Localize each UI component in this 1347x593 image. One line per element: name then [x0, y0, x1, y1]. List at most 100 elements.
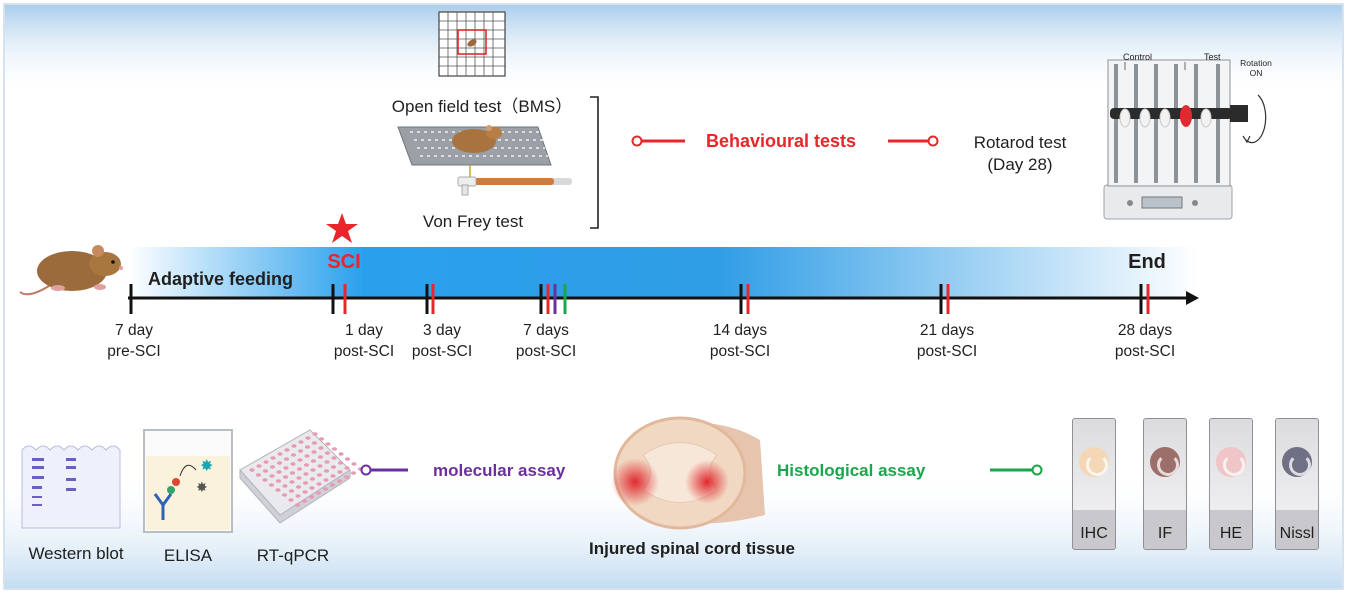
pcr-well [256, 464, 262, 468]
pcr-well [330, 474, 336, 478]
western-blot-icon [21, 445, 121, 529]
spinal-cord-tissue-label: Injured spinal cord tissue [589, 539, 795, 558]
western-blot-label: Western blot [28, 544, 124, 563]
slide-he-label: HE [1219, 525, 1243, 542]
pcr-well [305, 436, 311, 440]
pcr-plate-icon [239, 429, 364, 524]
pcr-well [275, 488, 281, 492]
pcr-well [324, 451, 331, 455]
tick-label-4-line1: 14 days [712, 322, 768, 339]
pcr-well [302, 481, 309, 485]
pcr-well [337, 470, 343, 474]
pcr-well [317, 464, 323, 468]
pcr-well [301, 499, 308, 503]
pcr-well [263, 460, 269, 464]
pcr-well [255, 473, 262, 477]
slide-ihc-label: IHC [1080, 525, 1108, 542]
rotarod-apparatus-icon [1103, 59, 1267, 220]
pcr-well [298, 440, 304, 444]
pcr-well [304, 454, 310, 458]
tick-label-5-line1: 21 days [919, 322, 975, 339]
slide-he-tissue [1216, 447, 1246, 477]
pcr-well [324, 460, 330, 464]
slide-if: IF [1143, 418, 1187, 550]
svg-text:✸: ✸ [200, 458, 213, 475]
pcr-well [329, 483, 336, 487]
pcr-well [316, 482, 322, 486]
svg-text:✸: ✸ [196, 479, 208, 495]
rotarod-rotation-line1: Rotation [1240, 58, 1272, 68]
pcr-well [262, 478, 268, 482]
pcr-well [283, 466, 289, 470]
tick-label-4-line2: post-SCI [709, 343, 771, 360]
pcr-well [308, 495, 315, 499]
pcr-well [296, 467, 303, 471]
pcr-well [276, 470, 282, 474]
pcr-well [303, 463, 310, 467]
histological-assay-title: Histological assay [777, 461, 926, 480]
pcr-well [268, 483, 275, 487]
molecular-assay-title: molecular assay [433, 461, 566, 480]
von-frey-label: Von Frey test [422, 212, 524, 231]
behaviour-bracket [590, 96, 599, 229]
pcr-well [336, 479, 343, 483]
pcr-well [330, 465, 337, 469]
tick-label-5-line2: post-SCI [916, 343, 978, 360]
slide-ihc: IHC [1072, 418, 1116, 550]
pcr-well [290, 462, 296, 466]
pcr-well [294, 503, 301, 507]
pcr-well [282, 484, 288, 488]
pcr-well [290, 453, 297, 457]
tick-label-3-line1: 7 days [523, 322, 569, 339]
tick-label-6-line2: post-SCI [1114, 343, 1176, 360]
rotarod-label-line1: Rotarod test [973, 133, 1067, 152]
slide-nissl-tissue [1282, 447, 1312, 477]
pcr-well [338, 452, 344, 456]
adaptive-feeding-label: Adaptive feeding [148, 269, 294, 289]
pcr-well [350, 471, 357, 475]
spinal-cord-icon [611, 416, 765, 530]
pcr-well [291, 444, 297, 448]
timeline-band [128, 247, 1198, 299]
rotarod-label: Rotarod test (Day 28) [974, 132, 1067, 176]
pcr-well [277, 452, 283, 456]
pcr-well [249, 468, 255, 472]
mouse-icon [19, 245, 123, 296]
pcr-well [331, 456, 337, 460]
pcr-well [311, 441, 318, 445]
pcr-well [295, 494, 301, 498]
slide-nissl-label: Nissl [1279, 525, 1315, 542]
pcr-well [302, 490, 308, 494]
pcr-well [323, 469, 330, 473]
pcr-well [344, 457, 351, 461]
pcr-well [322, 487, 329, 491]
sci-label: SCI [327, 251, 361, 273]
open-field-grid-icon [438, 11, 506, 77]
rotarod-rotation-line2: ON [1249, 68, 1263, 78]
pcr-well [318, 446, 324, 450]
behaviour-connector-right [888, 135, 939, 147]
pcr-well [303, 472, 309, 476]
tick-label-1-line1: 1 day [345, 322, 383, 339]
pcr-well [309, 477, 316, 481]
pcr-well [296, 476, 302, 480]
behaviour-connector-left [631, 135, 685, 147]
tick-label-2-line2: post-SCI [411, 343, 473, 360]
timeline-tick-marks [129, 284, 1150, 314]
pcr-well [318, 437, 325, 441]
pcr-well [316, 473, 323, 477]
pcr-well [351, 462, 357, 466]
pcr-well [282, 475, 289, 479]
rt-qpcr-label: RT-qPCR [256, 546, 330, 565]
sci-star-icon [326, 213, 358, 243]
rotarod-control-label: Control [1123, 52, 1153, 62]
elisa-icon: ✸ ✸ [143, 429, 233, 533]
end-label: End [1128, 251, 1166, 273]
pcr-well [295, 485, 302, 489]
pcr-well [288, 498, 294, 502]
